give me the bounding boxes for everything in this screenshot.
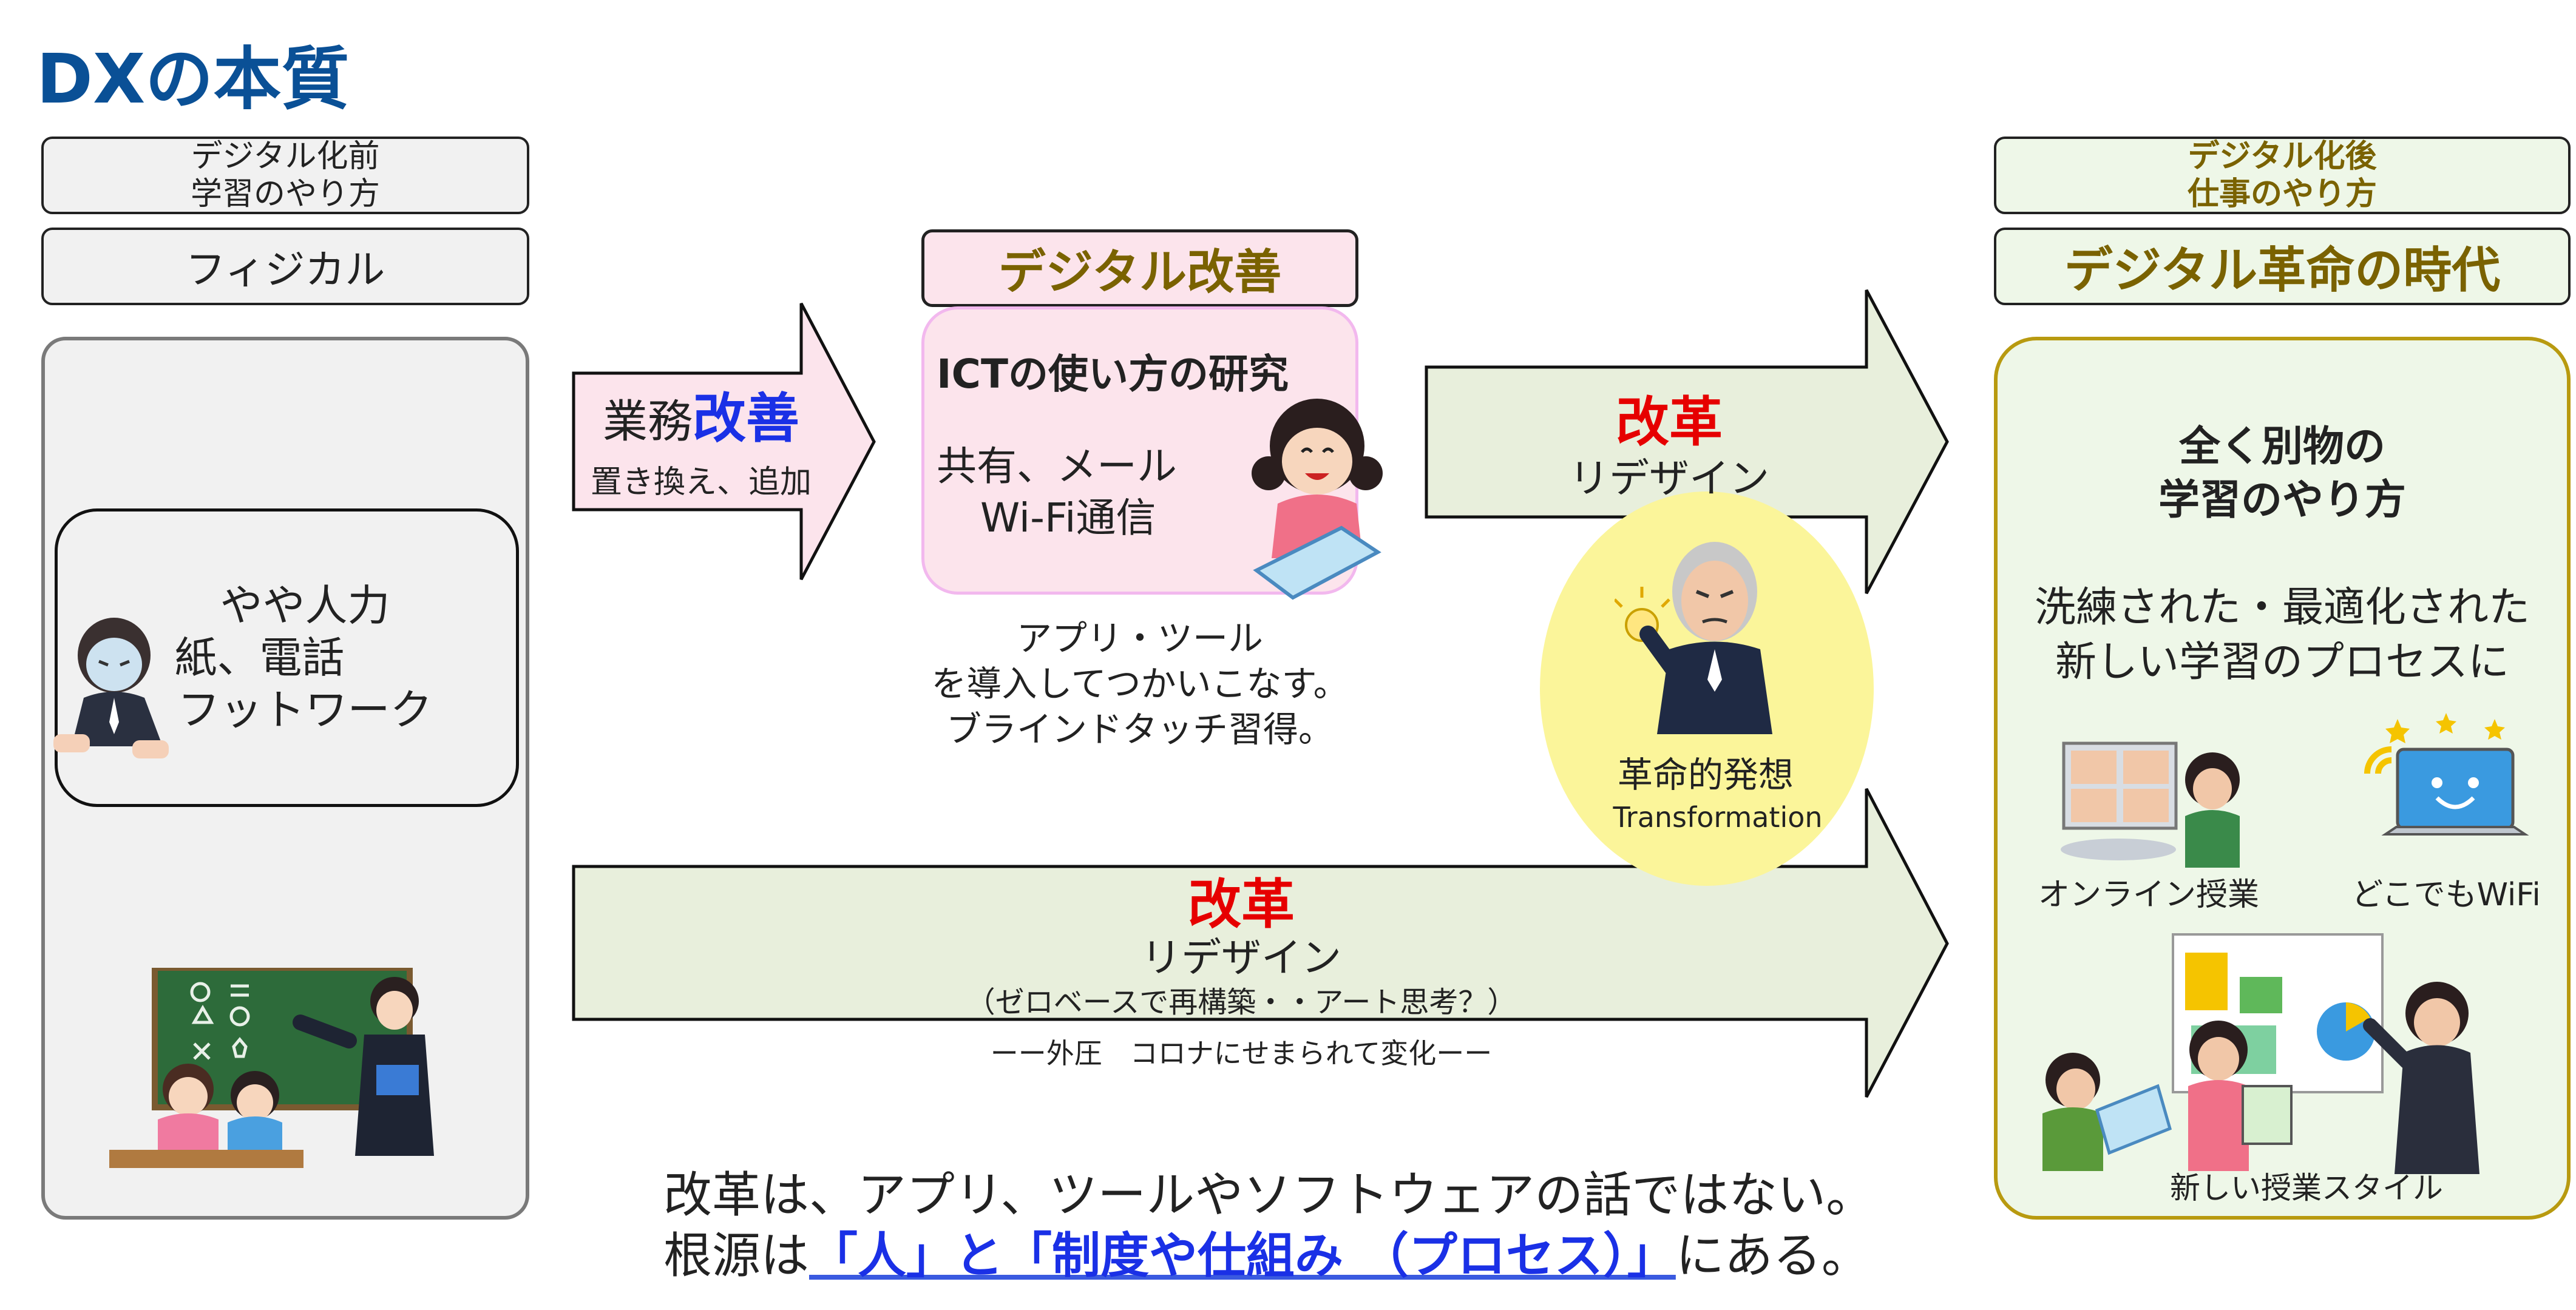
- middle-label-box: デジタル改善: [921, 229, 1358, 307]
- classroom-illustration: [109, 968, 434, 1168]
- arrow-kaizen-title: 業務改善: [574, 391, 829, 449]
- left-label: フィジカル: [185, 246, 385, 293]
- left-inner-line3: フットワーク: [177, 685, 433, 735]
- left-inner-line2: 紙、電話: [174, 633, 345, 683]
- right-label: デジタル革命の時代: [2064, 242, 2501, 299]
- online-class-illustration: [2061, 741, 2240, 868]
- bottom-line2-post: にある。: [1675, 1227, 1870, 1284]
- middle-heading: ICTの使い方の研究: [937, 351, 1289, 397]
- new-class-illustration: [2042, 933, 2479, 1174]
- left-header-box: デジタル化前 学習のやり方: [41, 137, 529, 214]
- inventor-illustration: [1615, 542, 1772, 734]
- right-caption-wifi: どこでもWiFi: [2351, 877, 2541, 913]
- right-caption-online: オンライン授業: [2038, 877, 2259, 913]
- arrow-kaikaku-top-shape: [1425, 289, 1949, 595]
- laptop-wifi-illustration: [2364, 713, 2529, 836]
- arrow-kaikaku-bottom-shape: [572, 788, 1949, 1098]
- arrow-kaikaku-top-title: 改革: [1615, 391, 1723, 453]
- middle-caption2: を導入してつかいこなす。: [931, 663, 1349, 704]
- idea-line2: Transformation: [1613, 801, 1823, 834]
- arrow-kaizen-shape: [572, 302, 876, 581]
- right-header-line2: 仕事のやり方: [2187, 176, 2377, 212]
- left-header-line1: デジタル化前: [191, 138, 380, 175]
- right-line2: 新しい学習のプロセスに: [2055, 638, 2509, 686]
- bottom-line2: 根源は「人」と「制度や仕組み （プロセス）」にある。: [663, 1217, 1870, 1287]
- bottom-line2-emphasis: 「人」と「制度や仕組み （プロセス）」: [809, 1227, 1676, 1284]
- right-header-box: デジタル化後 仕事のやり方: [1994, 137, 2571, 214]
- right-heading1: 全く別物の: [2178, 423, 2385, 471]
- right-heading2: 学習のやり方: [2158, 476, 2406, 524]
- arrow-kaizen-sub: 置き換え、追加: [590, 464, 812, 501]
- right-label-box: デジタル革命の時代: [1994, 228, 2571, 305]
- arrow-kaikaku-bottom-title: 改革: [1187, 873, 1295, 936]
- middle-caption3: ブラインドタッチ習得。: [946, 709, 1334, 750]
- girl-tablet-illustration: [1252, 399, 1383, 600]
- left-inner-line1: やや人力: [220, 581, 390, 630]
- arrow-kaikaku-top-sub: リデザイン: [1569, 455, 1769, 502]
- worried-worker-illustration: [53, 618, 169, 758]
- left-label-box: フィジカル: [41, 228, 529, 305]
- bottom-line2-pre: 根源は: [663, 1227, 809, 1284]
- page-title: DXの本質: [36, 40, 350, 119]
- middle-line1: 共有、メール: [937, 443, 1177, 490]
- right-header-line1: デジタル化後: [2188, 138, 2377, 175]
- right-line1: 洗練された・最適化された: [2034, 584, 2530, 632]
- arrow-kaizen-title-em: 改善: [692, 387, 799, 450]
- arrow-kaizen-title-pre: 業務: [602, 396, 693, 448]
- left-header-line2: 学習のやり方: [190, 176, 380, 212]
- bottom-line1: 改革は、アプリ、ツールやソフトウェアの話ではない。: [663, 1167, 1875, 1223]
- idea-line1: 革命的発想: [1617, 754, 1794, 795]
- middle-label: デジタル改善: [998, 245, 1282, 300]
- arrow-kaikaku-bottom-sub: リデザイン: [1141, 934, 1341, 981]
- right-caption-style: 新しい授業スタイル: [2170, 1170, 2443, 1206]
- middle-line2: Wi-Fi通信: [980, 495, 1156, 541]
- arrow-kaikaku-bottom-note: （ゼロベースで再構築・・アート思考？）: [966, 985, 1517, 1019]
- arrow-kaikaku-bottom-note2: ーー外圧 コロナにせまられて変化ーー: [990, 1037, 1493, 1070]
- middle-caption1: アプリ・ツール: [1016, 618, 1263, 659]
